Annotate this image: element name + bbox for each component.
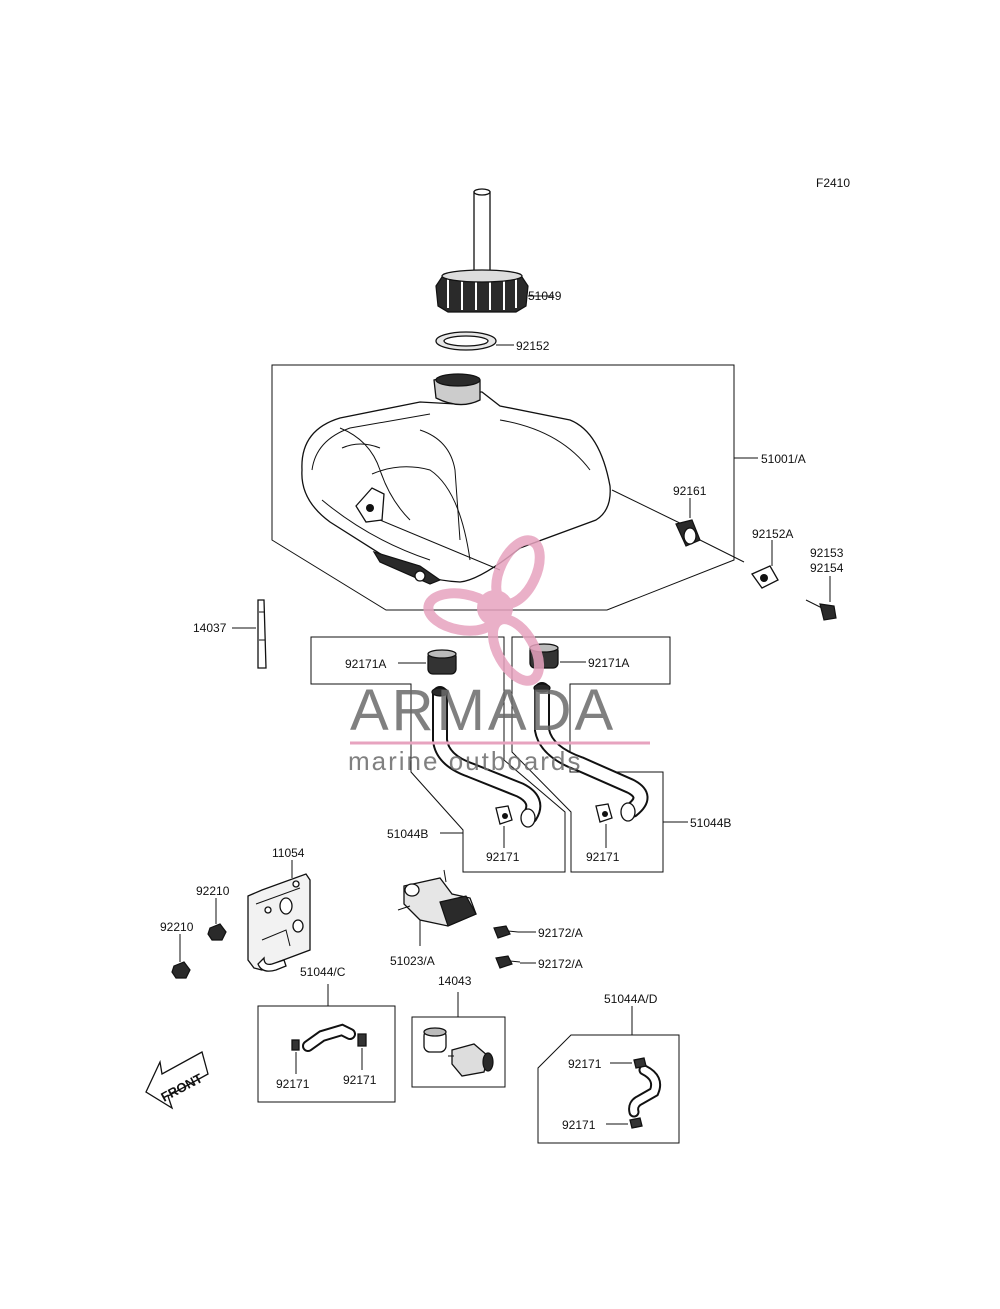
screw-upper[interactable] <box>493 925 519 939</box>
label-92171a-left: 92171A <box>345 657 386 671</box>
fuel-cock[interactable] <box>397 869 477 927</box>
label-92210-lower: 92210 <box>160 920 194 934</box>
hose-clip-c-left[interactable] <box>291 1039 300 1051</box>
label-51044c: 51044/C <box>300 965 346 979</box>
hose-group-right-outline <box>511 636 671 873</box>
tank-collar[interactable] <box>751 565 779 589</box>
watermark-logo: ARMADA marine outboards <box>348 535 650 776</box>
label-92171-ad-upper: 92171 <box>568 1057 602 1071</box>
label-92153: 92153 <box>810 546 844 560</box>
label-51023a: 51023/A <box>390 954 435 968</box>
label-92152: 92152 <box>516 339 550 353</box>
hose-clip-left[interactable] <box>495 805 513 825</box>
fuel-tank[interactable] <box>301 373 611 585</box>
label-92210-upper: 92210 <box>196 884 230 898</box>
label-92171-right: 92171 <box>586 850 620 864</box>
hose-clamp-left[interactable] <box>427 649 457 675</box>
label-51001a: 51001/A <box>761 452 806 466</box>
hose-clip-right[interactable] <box>595 803 613 823</box>
label-51044ad: 51044A/D <box>604 992 658 1006</box>
label-92171a-right: 92171A <box>588 656 629 670</box>
figure-code: F2410 <box>816 176 850 190</box>
cap-gasket[interactable] <box>435 331 497 351</box>
breather-pipe[interactable] <box>257 599 267 669</box>
screw-lower[interactable] <box>495 955 521 969</box>
tank-damper[interactable] <box>675 519 701 547</box>
fuel-hose-ad[interactable] <box>628 1064 662 1118</box>
fuel-hose-right[interactable] <box>533 682 649 822</box>
label-92172a-upper: 92172/A <box>538 926 583 940</box>
label-92161: 92161 <box>673 484 707 498</box>
label-92171-c-right: 92171 <box>343 1073 377 1087</box>
fuel-filter[interactable] <box>423 1027 494 1077</box>
label-92154: 92154 <box>810 561 844 575</box>
label-14037: 14037 <box>193 621 227 635</box>
hose-clip-ad-upper[interactable] <box>633 1057 647 1069</box>
label-92171-left: 92171 <box>486 850 520 864</box>
propeller-icon <box>423 535 545 686</box>
hose-group-left-outline <box>310 636 566 873</box>
label-92152a: 92152A <box>752 527 793 541</box>
label-11054: 11054 <box>272 846 305 860</box>
label-51044b-left: 51044B <box>387 827 428 841</box>
hose-clip-ad-lower[interactable] <box>629 1117 643 1129</box>
tank-bolt[interactable] <box>805 599 837 621</box>
tank-group-outline <box>271 364 735 611</box>
label-92171-ad-lower: 92171 <box>562 1118 596 1132</box>
label-51044b-right: 51044B <box>690 816 731 830</box>
fuel-cap-assembly[interactable] <box>435 188 529 313</box>
mounting-bracket[interactable] <box>247 873 311 972</box>
front-direction-arrow: FRONT <box>145 1051 209 1110</box>
label-14043: 14043 <box>438 974 472 988</box>
watermark-brand: ARMADA <box>350 678 616 743</box>
watermark-tagline: marine outboards <box>348 746 582 776</box>
hose-group-c-outline <box>257 1005 396 1103</box>
fuel-hose-left[interactable] <box>431 686 542 828</box>
hose-group-ad-outline <box>537 1034 680 1144</box>
hose-clip-c-right[interactable] <box>357 1033 367 1047</box>
nut-lower[interactable] <box>171 961 191 979</box>
label-92171-c-left: 92171 <box>276 1077 310 1091</box>
nut-upper[interactable] <box>207 923 227 941</box>
fuel-hose-c[interactable] <box>302 1023 356 1052</box>
label-51049: 51049 <box>528 289 562 303</box>
label-92172a-lower: 92172/A <box>538 957 583 971</box>
